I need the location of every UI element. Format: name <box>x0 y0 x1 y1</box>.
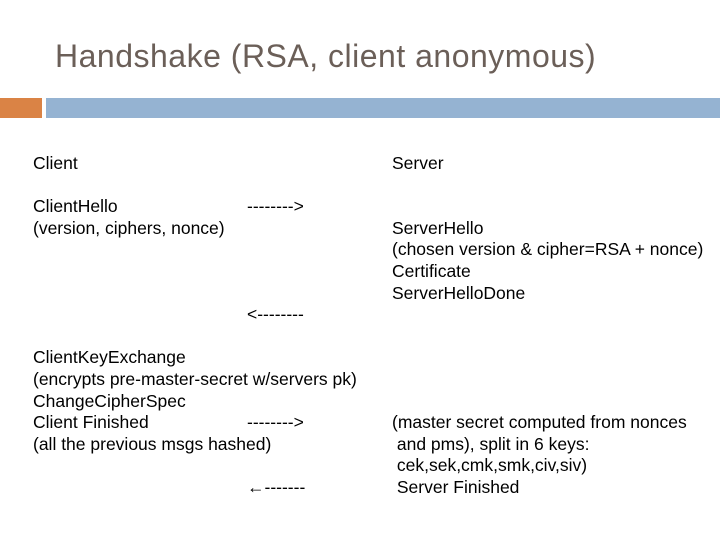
spacer-line <box>33 304 357 326</box>
spacer-line <box>392 175 703 197</box>
arrow-left-server-hello: <-------- <box>247 304 304 325</box>
spacer-line <box>247 283 305 305</box>
spacer-line <box>392 196 703 218</box>
spacer-line <box>247 391 305 413</box>
arrow-right-client-finished: --------> <box>247 412 304 433</box>
spacer-line <box>247 455 305 477</box>
spacer-line <box>392 391 703 413</box>
spacer-line <box>247 239 305 261</box>
client-key-exchange-line: ClientKeyExchange <box>33 347 186 368</box>
spacer-line <box>33 477 357 499</box>
spacer-line <box>33 326 357 348</box>
server-hello-line: ServerHello <box>392 217 484 238</box>
server-hello-params-line: (chosen version & cipher=RSA + nonce) <box>392 239 704 260</box>
spacer-line <box>33 283 357 305</box>
client-column: Client ClientHello (version, ciphers, no… <box>33 153 357 499</box>
server-column: Server ServerHello (chosen version & cip… <box>392 153 703 499</box>
arrow-left-server-finished: ←------- <box>247 476 306 497</box>
change-cipher-spec-line: ChangeCipherSpec <box>33 390 186 411</box>
client-key-exchange-note-line: (encrypts pre-master-secret w/servers pk… <box>33 368 357 389</box>
accent-bar-orange <box>0 98 42 118</box>
certificate-line: Certificate <box>392 260 471 281</box>
spacer-line <box>247 347 305 369</box>
master-secret-note-line-2: and pms), split in 6 keys: <box>392 433 590 454</box>
spacer-line <box>247 369 305 391</box>
spacer-line <box>33 261 357 283</box>
server-hello-done-line: ServerHelloDone <box>392 282 526 303</box>
spacer-line <box>33 175 357 197</box>
arrow-column: --------> <-------- --------> ←------- <box>247 153 305 499</box>
spacer-line <box>33 239 357 261</box>
server-finished-line: Server Finished <box>392 476 520 497</box>
spacer-line <box>247 326 305 348</box>
spacer-line <box>247 434 305 456</box>
client-hello-line: ClientHello <box>33 196 118 217</box>
client-hello-params-line: (version, ciphers, nonce) <box>33 217 225 238</box>
spacer-line <box>247 153 305 175</box>
client-finished-note-line: (all the previous msgs hashed) <box>33 433 272 454</box>
spacer-line <box>392 347 703 369</box>
client-finished-line: Client Finished <box>33 412 149 433</box>
spacer-line <box>392 326 703 348</box>
spacer-line <box>247 218 305 240</box>
spacer-line <box>392 369 703 391</box>
spacer-line <box>247 261 305 283</box>
arrow-right-client-hello: --------> <box>247 196 304 217</box>
master-secret-note-line-3: cek,sek,cmk,smk,civ,siv) <box>392 455 588 476</box>
slide-title: Handshake (RSA, client anonymous) <box>55 38 597 74</box>
server-header: Server <box>392 153 444 173</box>
client-header: Client <box>33 153 78 173</box>
spacer-line <box>247 175 305 197</box>
master-secret-note-line-1: (master secret computed from nonces <box>392 412 687 433</box>
spacer-line <box>33 455 357 477</box>
accent-bar-blue <box>46 98 720 118</box>
spacer-line <box>392 304 703 326</box>
